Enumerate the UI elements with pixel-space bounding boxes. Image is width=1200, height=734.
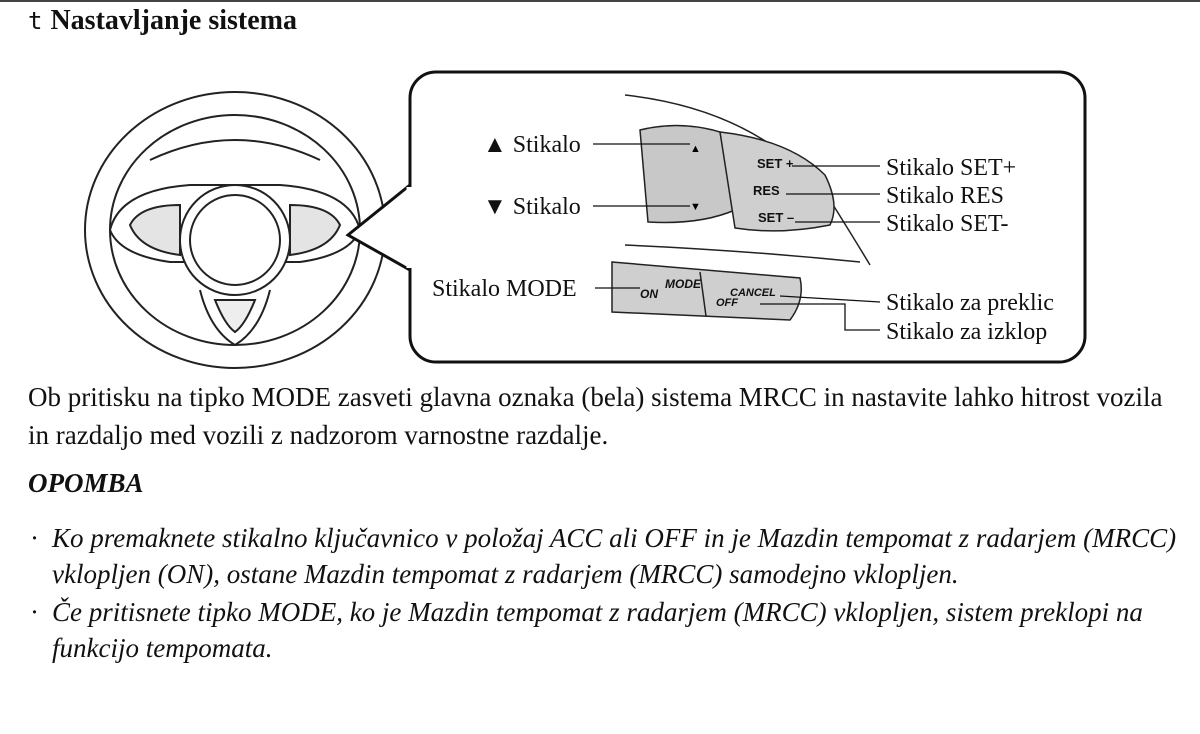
down-switch-label: ▼ Stikalo [483,194,581,220]
res-label: Stikalo RES [886,183,1004,209]
bullet-dot: · [30,523,39,553]
heading-marker: t [28,7,43,35]
note-list: · Ko premaknete stikalno ključavnico v p… [30,520,1180,668]
leader-lines [593,143,881,331]
on-button: ON [640,287,658,301]
up-switch-label: ▲ Stikalo [483,132,581,158]
note-title: OPOMBA [28,468,144,498]
set-minus-label: Stikalo SET- [886,211,1008,237]
top-rule [0,0,1200,2]
body-paragraph: Ob pritisku na tipko MODE zasveti glavna… [28,378,1178,454]
off-button: OFF [716,297,738,309]
cancel-label: Stikalo za preklic [886,290,1054,316]
paragraph-text: Ob pritisku na tipko MODE zasveti glavna… [28,382,1163,450]
set-plus-label: Stikalo SET+ [886,155,1016,181]
set-plus-button: SET + [757,156,794,171]
res-button: RES [753,183,780,198]
set-minus-button: SET – [758,210,794,225]
mode-button: MODE [665,277,702,291]
off-label: Stikalo za izklop [886,319,1047,345]
down-arrow-icon: ▼ [690,201,701,213]
bullet-dot: · [30,597,39,627]
note-item-text: Ko premaknete stikalno ključavnico v pol… [52,523,1177,589]
note-item: · Če pritisnete tipko MODE, ko je Mazdin… [30,594,1180,666]
steering-wheel-icon [84,91,386,369]
cancel-button: CANCEL [730,287,776,299]
steering-wheel-figure: SET + RES SET – ON MODE CANCEL OFF ▲ ▼ ▲… [84,70,1087,369]
note-item: · Ko premaknete stikalno ključavnico v p… [30,520,1180,592]
heading-title: Nastavljanje sistema [50,5,297,36]
switch-cluster [611,94,871,321]
note-item-text: Če pritisnete tipko MODE, ko je Mazdin t… [52,597,1143,663]
mode-switch-label: Stikalo MODE [432,276,577,302]
up-arrow-icon: ▲ [690,143,701,155]
